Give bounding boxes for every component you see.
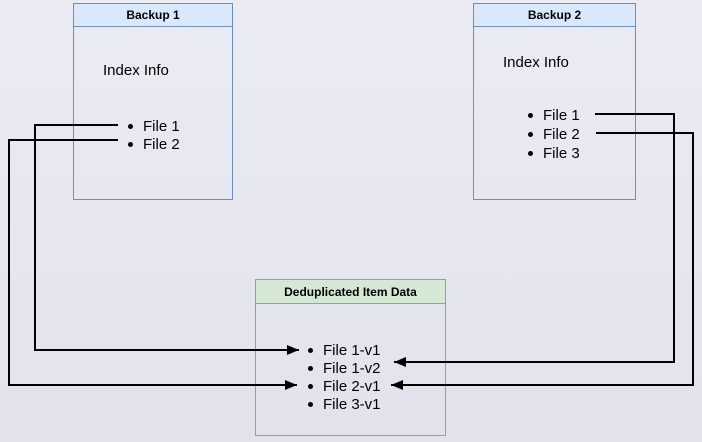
backup2-title: Backup 2 xyxy=(474,4,635,27)
backup2-file-list: File 1 File 2 File 3 xyxy=(526,106,580,163)
list-item: File 1 xyxy=(126,117,180,135)
arrow-backup2-file1-to-file1v2 xyxy=(394,113,675,367)
list-item: File 3 xyxy=(526,144,580,163)
list-item: File 1-v1 xyxy=(306,341,381,359)
backup1-file-list: File 1 File 2 xyxy=(126,117,180,153)
backup2-box: Backup 2 Index Info File 1 File 2 File 3 xyxy=(473,3,636,200)
list-item: File 1 xyxy=(526,106,580,125)
backup1-index-info-label: Index Info xyxy=(103,62,169,79)
arrow-backup1-file1-to-file1v1 xyxy=(34,124,299,355)
backup1-box: Backup 1 Index Info File 1 File 2 xyxy=(73,3,233,200)
backup2-index-info-label: Index Info xyxy=(503,54,569,71)
list-item: File 3-v1 xyxy=(306,395,381,413)
arrow-backup1-file2-to-file2v1 xyxy=(8,139,297,390)
list-item: File 2 xyxy=(526,125,580,144)
list-item: File 2 xyxy=(126,135,180,153)
dedup-title: Deduplicated Item Data xyxy=(256,280,445,304)
dedup-box: Deduplicated Item Data File 1-v1 File 1-… xyxy=(255,279,446,436)
backup1-title: Backup 1 xyxy=(74,4,232,27)
arrow-backup2-file2-to-file2v1 xyxy=(391,132,694,390)
list-item: File 1-v2 xyxy=(306,359,381,377)
dedup-file-list: File 1-v1 File 1-v2 File 2-v1 File 3-v1 xyxy=(306,341,381,413)
list-item: File 2-v1 xyxy=(306,377,381,395)
